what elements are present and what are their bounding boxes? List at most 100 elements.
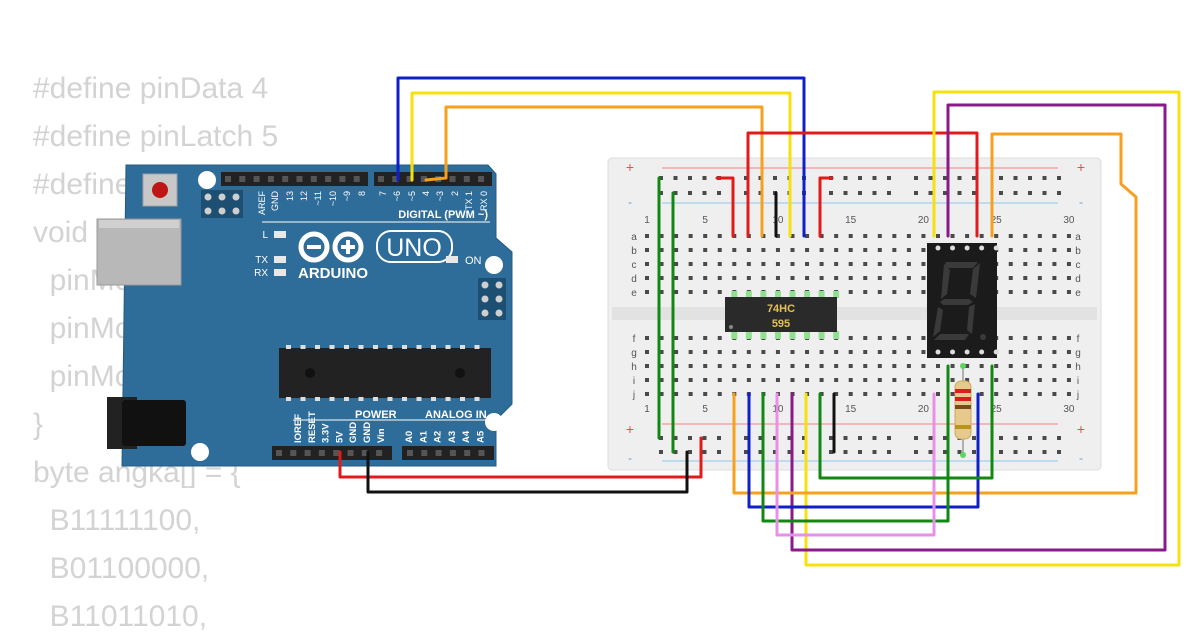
wire-green-display[interactable] (818, 364, 994, 480)
chip-dot (455, 368, 465, 378)
wire-red-jumper[interactable] (818, 176, 834, 238)
rail-hole (829, 450, 833, 454)
wire-yellow-pin5[interactable] (410, 91, 792, 238)
rail-hole (914, 450, 918, 454)
rail-hole (999, 191, 1003, 195)
usb-port-highlight (99, 220, 179, 228)
breadboard-hole (703, 234, 708, 238)
wire-orange-pin4[interactable] (424, 105, 764, 238)
wire-blue-display[interactable] (747, 392, 980, 509)
power-pin-label: RESET (307, 411, 318, 443)
wire-orange-display[interactable] (732, 132, 1138, 495)
breadboard-hole (994, 364, 999, 368)
rail-hole (972, 450, 976, 454)
wire-red-jumper[interactable] (715, 176, 735, 238)
chip-pin (474, 345, 480, 349)
breadboard-hole (1052, 234, 1057, 238)
breadboard-hole (892, 262, 897, 266)
rail-hole (872, 176, 877, 180)
rail-hole (972, 436, 976, 440)
ic-leg (818, 331, 825, 339)
breadboard-hole (746, 378, 751, 382)
breadboard-hole (688, 234, 693, 238)
rail-hole (914, 191, 918, 195)
resistor-band-1 (955, 389, 971, 393)
breadboard-hole (659, 290, 664, 294)
breadboard-hole (805, 378, 810, 382)
chip-pin (460, 397, 465, 401)
breadboard-hole (703, 290, 708, 294)
power-header (272, 446, 392, 460)
ic-body (725, 297, 837, 332)
breadboard-hole (775, 248, 780, 252)
breadboard-hole (892, 234, 897, 238)
header-pin (347, 450, 354, 456)
rail-hole (928, 436, 933, 440)
breadboard-hole (1052, 276, 1057, 280)
breadboard-hole (819, 248, 824, 252)
wire-purple-display[interactable] (790, 103, 1167, 552)
breadboard-hole (746, 276, 751, 280)
column-number: 25 (991, 215, 1003, 226)
breadboard-hole (732, 364, 737, 368)
breadboard-hole (819, 276, 824, 280)
breadboard-hole (848, 378, 853, 382)
breadboard-hole (834, 276, 839, 280)
breadboard-hole (950, 234, 955, 238)
segment-e (933, 307, 943, 337)
rail-hole (688, 436, 692, 440)
ic-legs (731, 291, 840, 339)
breadboard-hole (921, 364, 926, 368)
ic-leg (760, 331, 767, 339)
digital-pin-label: 7 (378, 191, 388, 196)
wire-red-5v[interactable] (338, 436, 703, 479)
breadboard-hole (863, 336, 868, 340)
analog-pin-label: A4 (461, 430, 472, 443)
code-line: B11011010, (33, 600, 208, 633)
rail-hole (999, 450, 1003, 454)
rail-hole (928, 450, 933, 454)
breadboard-hole (892, 392, 897, 396)
wire-red-display[interactable] (746, 131, 979, 238)
header-pin (478, 450, 485, 456)
rail-hole (843, 436, 848, 440)
wire-green-display[interactable] (761, 364, 950, 523)
column-number: 5 (702, 215, 708, 226)
rail-hole (972, 191, 976, 195)
ic-leg (774, 291, 781, 298)
analog-pin-label: A2 (433, 431, 444, 443)
wire-black-gnd[interactable] (366, 450, 689, 494)
rail-hole (673, 176, 678, 180)
ic-leg (745, 291, 752, 298)
breadboard-hole (1008, 234, 1013, 238)
rail-hole (702, 191, 707, 195)
ic-leg (818, 291, 825, 298)
wire-pink-display[interactable] (775, 392, 936, 537)
digital-pin-label: 4 (421, 191, 431, 196)
row-letter: a (631, 232, 637, 243)
chip-pin (286, 345, 291, 349)
seven-seg-pins (935, 245, 999, 355)
row-letter: d (1075, 274, 1081, 285)
analog-pin-label: A1 (418, 430, 429, 443)
breadboard-hole (775, 276, 780, 280)
breadboard-hole (1008, 290, 1013, 294)
breadboard-hole (688, 276, 693, 280)
breadboard-hole (1066, 336, 1071, 340)
breadboard-hole (848, 350, 853, 354)
breadboard-hole (1008, 276, 1013, 280)
digital-pin-label: ~11 (313, 191, 323, 206)
breadboard-hole (645, 336, 649, 340)
breadboard-hole (790, 248, 795, 252)
header-pin (478, 176, 485, 182)
digital-pin-label: GND (270, 191, 280, 212)
breadboard-hole (863, 262, 868, 266)
rail-hole (1057, 176, 1061, 180)
breadboard-hole (819, 392, 824, 396)
wire-blue-pin6[interactable] (396, 76, 806, 238)
breadboard-hole (906, 290, 911, 294)
rail-hole (773, 436, 777, 440)
rail-hole (999, 436, 1003, 440)
breadboard-hole (819, 378, 824, 382)
